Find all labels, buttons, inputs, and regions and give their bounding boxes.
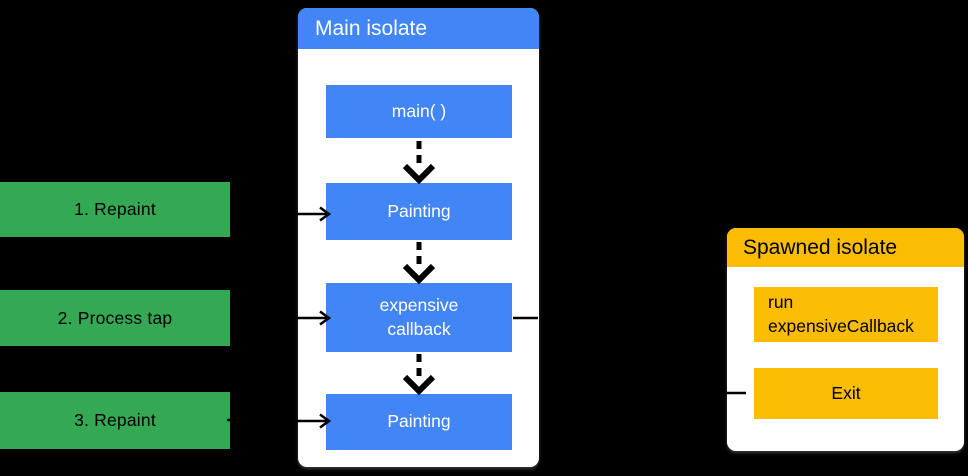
node-painting-2: Painting bbox=[326, 394, 512, 450]
main-isolate-title: Main isolate bbox=[298, 8, 539, 49]
step-repaint-3: 3. Repaint bbox=[0, 392, 230, 449]
spawned-isolate-title: Spawned isolate bbox=[727, 228, 964, 267]
node-main-function: main( ) bbox=[326, 85, 512, 138]
node-expensive-callback: expensive callback bbox=[326, 283, 512, 352]
node-exit: Exit bbox=[754, 368, 938, 419]
node-painting-1: Painting bbox=[326, 183, 512, 240]
step-repaint-1: 1. Repaint bbox=[0, 182, 230, 237]
step-process-tap: 2. Process tap bbox=[0, 290, 230, 346]
node-run-expensive-callback: run expensiveCallback bbox=[754, 287, 938, 342]
